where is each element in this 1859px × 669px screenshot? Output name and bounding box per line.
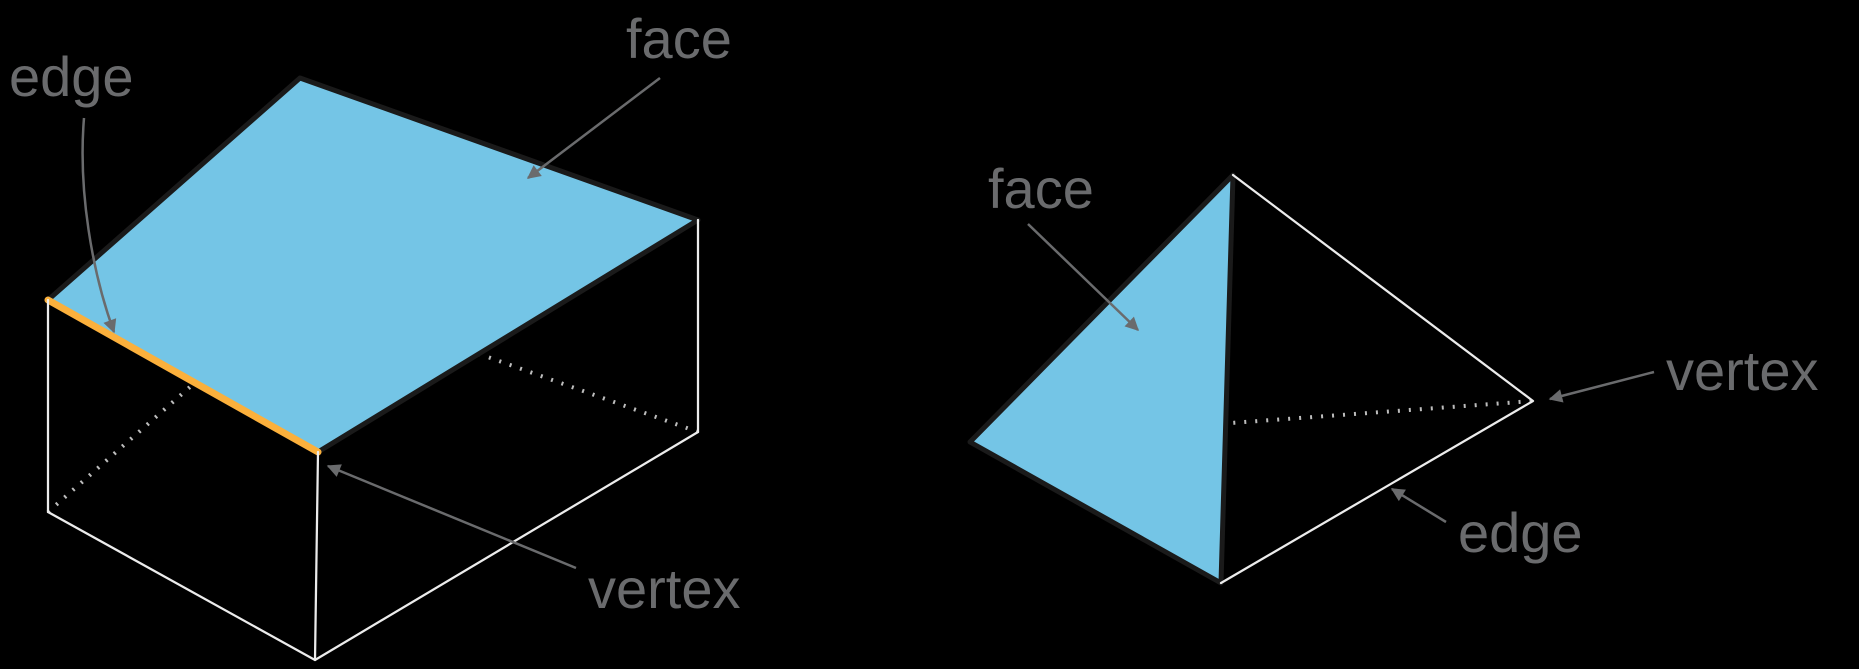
prism-hidden-edge-back-left bbox=[46, 288, 302, 514]
prism-top-face bbox=[45, 75, 701, 455]
pyramid-vertex-label: vertex bbox=[1666, 339, 1819, 402]
prism-face-label: face bbox=[626, 7, 732, 70]
pyramid bbox=[967, 172, 1535, 586]
prism-bottom-edges bbox=[46, 430, 700, 662]
pyramid-front-face bbox=[967, 172, 1236, 586]
prism-vertex-arrow bbox=[326, 464, 577, 570]
annotations: edge face vertex face vertex edge bbox=[9, 7, 1819, 620]
prism-face-arrow bbox=[526, 77, 661, 179]
prism-vertex-label: vertex bbox=[588, 557, 741, 620]
prism-front-vertical-edge bbox=[313, 450, 320, 662]
pyramid-face-arrow bbox=[1027, 223, 1139, 331]
prism-highlighted-edge bbox=[44, 296, 322, 456]
pyramid-face-label: face bbox=[988, 157, 1094, 220]
prism-edge-arrow bbox=[81, 117, 117, 334]
pyramid-edge-label: edge bbox=[1458, 501, 1583, 564]
pyramid-edge-arrow bbox=[1390, 487, 1447, 524]
pyramid-right-edges bbox=[1219, 173, 1535, 585]
prism-edge-label: edge bbox=[9, 45, 134, 108]
pyramid-vertex-arrow bbox=[1548, 370, 1655, 403]
